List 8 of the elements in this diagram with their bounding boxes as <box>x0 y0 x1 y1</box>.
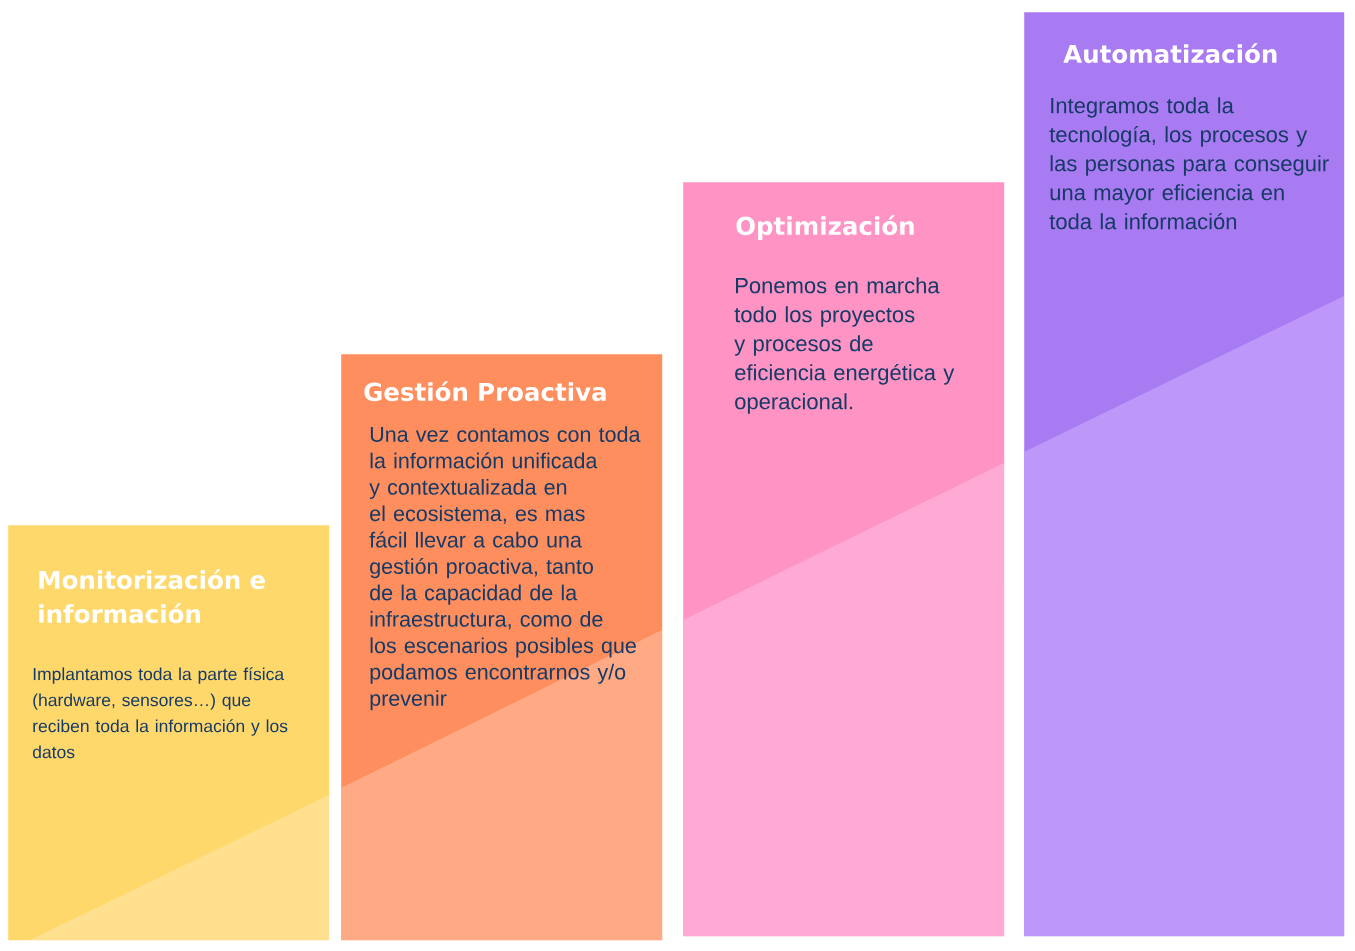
bar-title: Gestión Proactiva <box>364 381 606 402</box>
bar-title: Monitorización e información <box>39 569 265 624</box>
bar-title: Automatización <box>1063 43 1277 64</box>
bar-description: Ponemos en marcha todo los proyectos y procesos de eficiencia energética y operacional. <box>734 277 955 414</box>
bar-description: Integramos toda la tecnología, los procesos y las personas para conseguir una mayor eficiencia en toda la información <box>1049 97 1329 230</box>
bar-title: Optimización <box>736 215 914 240</box>
bar-description: Implantamos toda la parte física (hardware, sensores…) que reciben toda la información y los datos <box>32 667 288 759</box>
bar-description: Una vez contamos con toda la información unificada y contextualizada en el ecosistema, es mas fácil llevar a cabo una gestión proactiva, tanto de la capacidad de la infraestructura, como de los escenarios posibles que podamos encontrarnos y/o prevenir <box>369 426 641 711</box>
